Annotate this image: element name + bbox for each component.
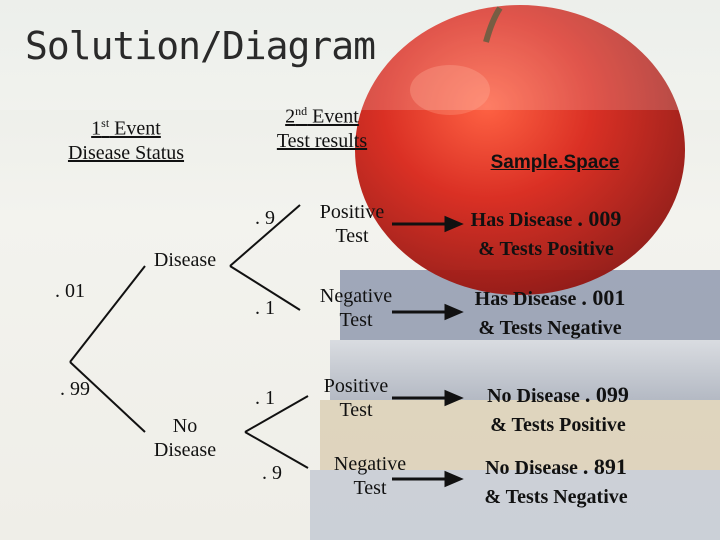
outcome-4: No Disease . 891 & Tests Negative bbox=[446, 452, 666, 511]
second-prob-1: . 9 bbox=[255, 207, 275, 229]
outcome-2-line1: Has Disease bbox=[474, 288, 577, 310]
first-branch-prob-no-disease: . 99 bbox=[60, 378, 90, 400]
outcome-1-line2: & Tests Positive bbox=[478, 237, 614, 260]
second-prob-3: . 1 bbox=[255, 387, 275, 409]
second-event-ordinal: 2 bbox=[285, 105, 296, 128]
outcome-4-value: . 891 bbox=[582, 454, 627, 479]
outcome-3-line2: & Tests Positive bbox=[490, 413, 626, 436]
arrow-4-head bbox=[444, 470, 464, 488]
test-label-4: Negative Test bbox=[318, 452, 422, 500]
first-branch-label-disease: Disease bbox=[153, 249, 217, 271]
outcome-3: No Disease . 099 & Tests Positive bbox=[448, 380, 668, 439]
arrow-1-head bbox=[444, 215, 464, 233]
test-label-1-line1: Positive bbox=[319, 201, 385, 223]
first-event-ordinal: 1 bbox=[91, 117, 102, 140]
sample-space-header: Sample.Space bbox=[490, 152, 620, 173]
first-event-ordinal-suffix: st bbox=[101, 116, 110, 130]
branch-disease bbox=[69, 265, 146, 363]
outcome-2: Has Disease . 001 & Tests Negative bbox=[440, 283, 660, 342]
branch-no-disease bbox=[69, 361, 146, 433]
branch-nodisease-negative bbox=[244, 431, 309, 469]
second-event-subtitle: Test results bbox=[276, 129, 368, 152]
second-event-header: 2nd Event Test results bbox=[232, 104, 412, 153]
outcome-1-line1: Has Disease bbox=[470, 209, 573, 231]
test-label-3: Positive Test bbox=[306, 374, 406, 422]
second-prob-2: . 1 bbox=[255, 297, 275, 319]
outcome-4-line2: & Tests Negative bbox=[484, 485, 628, 508]
first-branch-label-no-disease: No Disease bbox=[140, 414, 230, 462]
branch-disease-negative bbox=[229, 265, 301, 311]
slide-title: Solution/Diagram bbox=[25, 24, 376, 68]
arrow-2-head bbox=[444, 303, 464, 321]
first-event-header: 1st Event Disease Status bbox=[36, 116, 216, 165]
no-disease-line2: Disease bbox=[153, 439, 217, 461]
branch-disease-positive bbox=[229, 204, 301, 267]
outcome-3-value: . 099 bbox=[584, 382, 629, 407]
test-label-2-line2: Test bbox=[339, 309, 373, 331]
second-event-ordinal-suffix: nd bbox=[295, 104, 308, 118]
second-event-word: Event bbox=[307, 105, 359, 128]
branch-nodisease-positive bbox=[244, 395, 309, 433]
outcome-1-value: . 009 bbox=[577, 206, 622, 231]
test-label-3-line2: Test bbox=[339, 399, 373, 421]
outcome-1: Has Disease . 009 & Tests Positive bbox=[436, 204, 656, 263]
first-branch-prob-disease: . 01 bbox=[55, 280, 85, 302]
outcome-3-line1: No Disease bbox=[487, 385, 580, 407]
test-label-1-line2: Test bbox=[335, 225, 369, 247]
test-label-2-line1: Negative bbox=[319, 285, 393, 307]
outcome-2-line2: & Tests Negative bbox=[478, 316, 622, 339]
test-label-1: Positive Test bbox=[302, 200, 402, 248]
test-label-4-line2: Test bbox=[353, 477, 387, 499]
no-disease-line1: No bbox=[172, 415, 198, 437]
second-prob-4: . 9 bbox=[262, 462, 282, 484]
first-event-word: Event bbox=[109, 117, 161, 140]
test-label-2: Negative Test bbox=[302, 284, 410, 332]
outcome-4-line1: No Disease bbox=[485, 457, 578, 479]
outcome-2-value: . 001 bbox=[581, 285, 626, 310]
test-label-3-line1: Positive bbox=[323, 375, 389, 397]
test-label-4-line1: Negative bbox=[333, 453, 407, 475]
arrow-3-head bbox=[444, 389, 464, 407]
first-event-subtitle: Disease Status bbox=[67, 141, 185, 164]
